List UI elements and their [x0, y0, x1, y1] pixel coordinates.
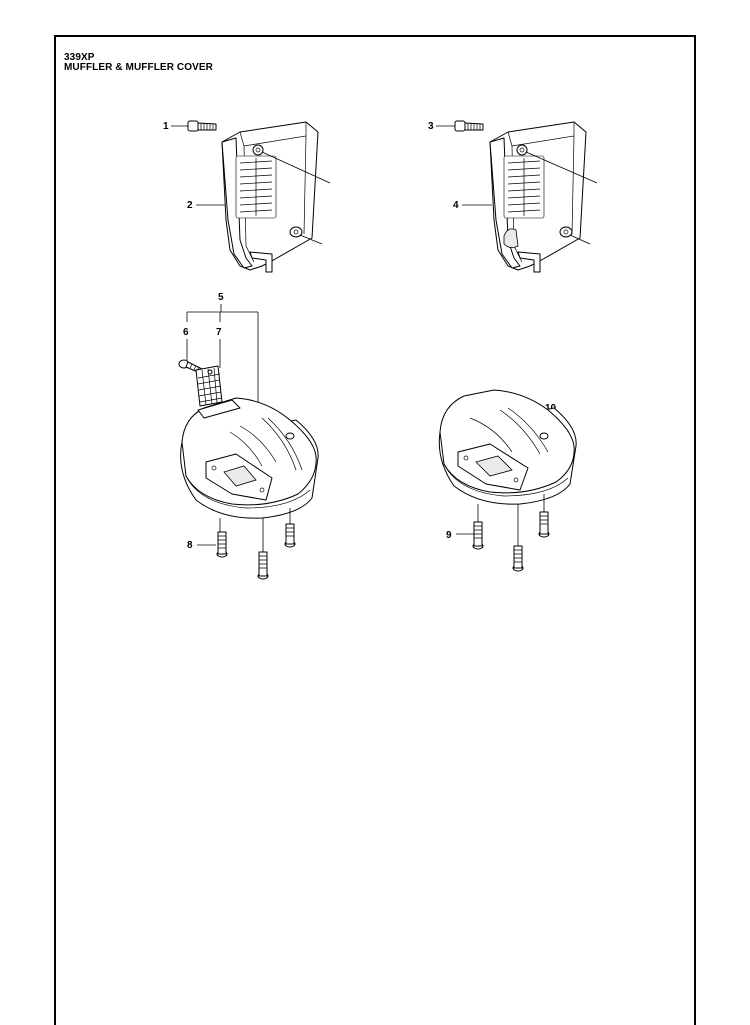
screw-part-6: 6: [178, 327, 203, 374]
plate-part-7: 7: [195, 327, 223, 407]
muffler-cover-part-2: 2: [187, 121, 331, 273]
screws-part-9: 9: [446, 494, 550, 572]
section-title: MUFFLER & MUFFLER COVER: [64, 62, 213, 73]
callout-label-3: 3: [428, 121, 434, 132]
muffler-left: [180, 397, 319, 519]
callout-label-7: 7: [216, 327, 222, 338]
callout-label-6: 6: [183, 327, 189, 338]
screw-part-1: 1: [163, 120, 217, 132]
callout-label-5: 5: [218, 292, 224, 303]
muffler-right-part-10: 10: [438, 389, 577, 505]
muffler-cover-part-4: 4: [453, 121, 598, 273]
page-title: 339XP MUFFLER & MUFFLER COVER: [64, 53, 213, 73]
callout-label-8: 8: [187, 540, 193, 551]
callout-group-5: 5: [186, 292, 259, 410]
callout-label-4: 4: [453, 200, 459, 211]
page-frame: [54, 35, 696, 1025]
callout-label-2: 2: [187, 200, 193, 211]
callout-label-9: 9: [446, 530, 452, 541]
screws-part-8: 8: [187, 508, 296, 580]
callout-label-1: 1: [163, 121, 169, 132]
screw-part-3: 3: [428, 120, 484, 132]
model-number: 339XP: [64, 52, 95, 63]
